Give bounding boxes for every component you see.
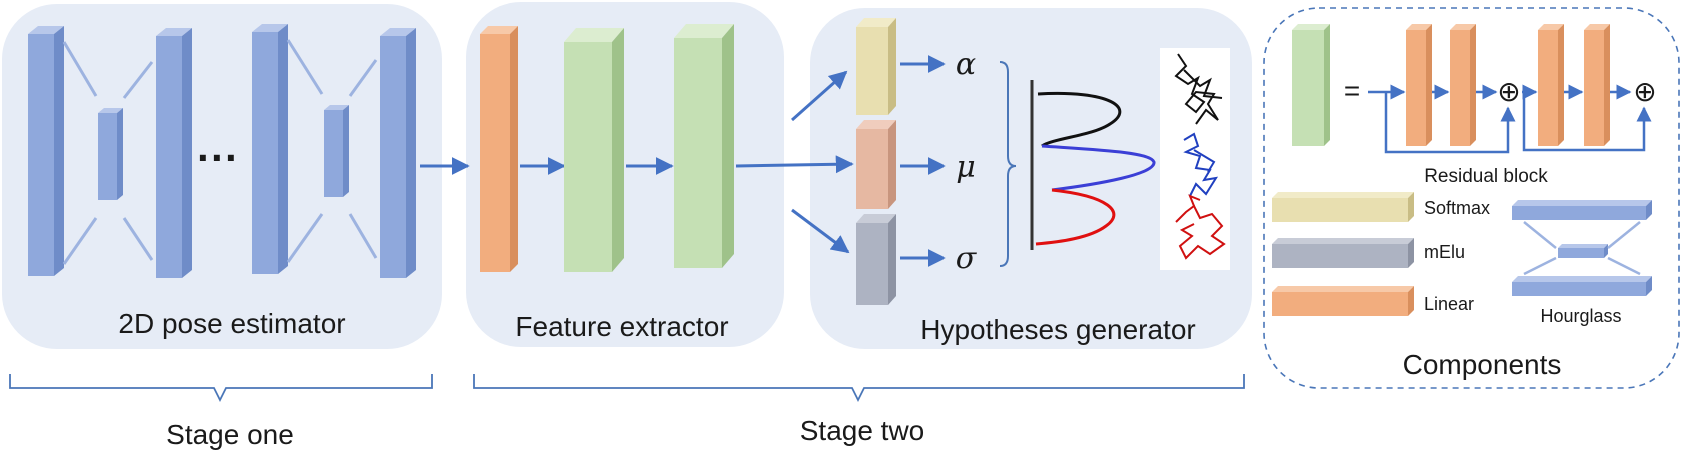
gaussian-curve-red (1035, 188, 1116, 246)
residual-linear-1 (1406, 24, 1432, 146)
gaussian-curve-blue (1041, 144, 1156, 192)
alpha-symbol: α (956, 47, 976, 82)
hourglass-connectors (286, 39, 378, 263)
hypotheses-generator-label: Hypotheses generator (920, 314, 1196, 345)
hourglass-left-bar (252, 24, 288, 274)
feature-extractor-label: Feature extractor (515, 311, 728, 342)
pose-skeleton-black (1174, 53, 1219, 125)
residual-block-icon (1292, 24, 1330, 146)
hourglass-module-1 (28, 26, 192, 278)
pose-skeleton-red-2 (1188, 194, 1201, 207)
hourglass-connectors (62, 41, 154, 265)
melu-layer (856, 214, 896, 305)
arrow-to-generator (735, 155, 854, 174)
softmax-legend-label: Softmax (1424, 198, 1490, 218)
softmax-legend-bar (1272, 192, 1414, 222)
stage-one-label: Stage one (166, 419, 294, 450)
hourglass-module-2 (252, 24, 416, 278)
params-brace (999, 61, 1017, 267)
stage-one-brace (9, 374, 433, 403)
pose-skeleton-blue-2 (1193, 149, 1216, 173)
linear-legend-bar (1272, 286, 1414, 316)
linear-layer (480, 26, 518, 272)
linear-legend-label: Linear (1424, 294, 1474, 314)
sigma-symbol: σ (956, 241, 978, 276)
pose-skeleton-black-2 (1183, 69, 1223, 99)
components-title: Components (1403, 349, 1562, 380)
pose-estimator-label: 2D pose estimator (118, 308, 345, 339)
mu-symbol: μ (956, 150, 976, 185)
ellipsis: ··· (197, 134, 239, 181)
sum-node-2: ⊕ (1633, 76, 1656, 107)
skip-connection-1 (1384, 92, 1516, 154)
residual-linear-2 (1450, 24, 1476, 146)
hourglass-right-bar (380, 28, 416, 278)
arrow-to-softmax (791, 70, 848, 122)
pose-estimator-panel (2, 4, 442, 349)
softmax-layer (856, 18, 896, 115)
pose-skeleton-blue (1183, 132, 1219, 197)
melu-legend-label: mElu (1424, 242, 1465, 262)
mu-linear-layer (856, 120, 896, 209)
melu-legend-bar (1272, 238, 1414, 268)
hourglass-legend-label: Hourglass (1540, 306, 1621, 326)
gaussian-curve-black (1037, 91, 1122, 148)
residual-linear-3 (1538, 24, 1564, 146)
hourglass-left-bar (28, 26, 64, 276)
skip-connection-2 (1522, 92, 1652, 152)
stage-two-brace (473, 374, 1245, 403)
hourglass-center-bar (98, 108, 123, 200)
equals-sign: = (1344, 75, 1360, 106)
stage-two-label: Stage two (800, 415, 925, 446)
residual-block-1 (564, 28, 624, 272)
hourglass-center-bar (324, 105, 349, 197)
hourglass-right-bar (156, 28, 192, 278)
hourglass-legend-icon (1512, 200, 1652, 296)
residual-block-2 (674, 24, 734, 268)
residual-linear-4 (1584, 24, 1610, 146)
arrow-to-melu (791, 208, 850, 254)
residual-block-label: Residual block (1424, 166, 1548, 187)
pose-skeleton-red (1175, 204, 1226, 260)
sum-node-1: ⊕ (1497, 76, 1520, 107)
